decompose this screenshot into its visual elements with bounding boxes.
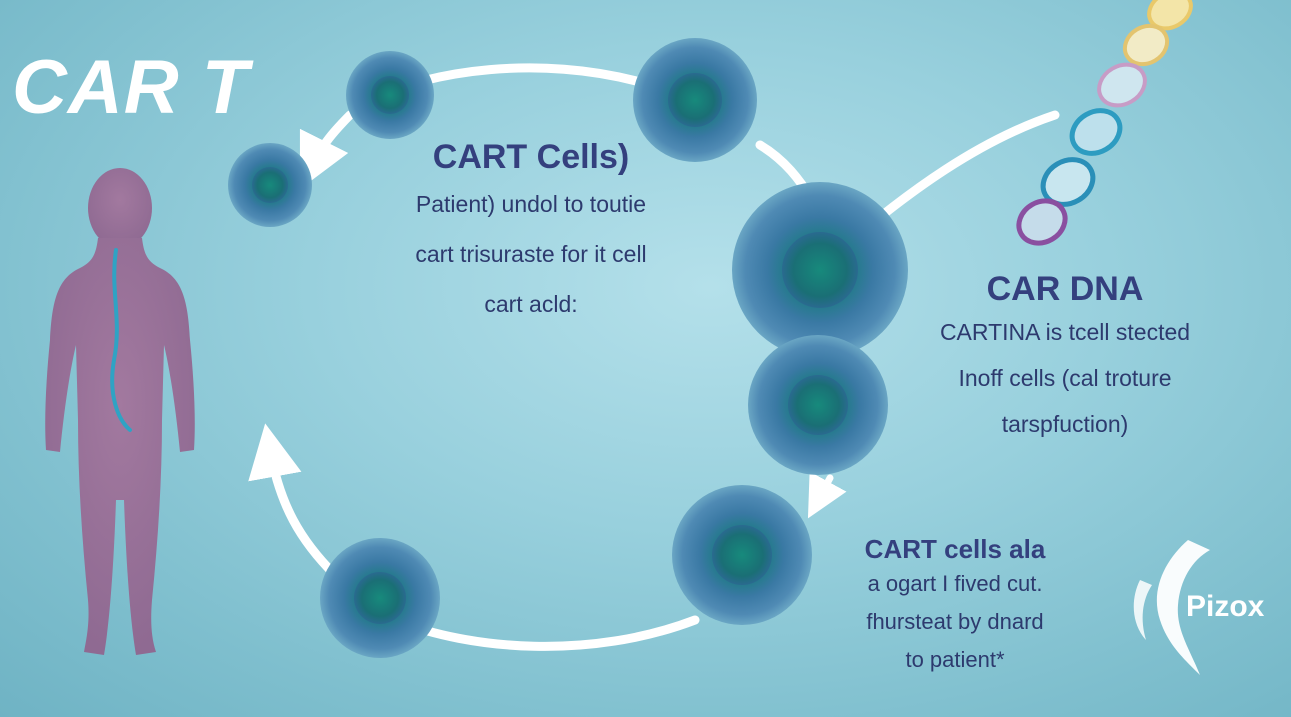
- caption-line: Patient) undol to toutie: [415, 191, 647, 217]
- caption-car-dna: CAR DNA CARTINA is tcell stected Inoff c…: [890, 270, 1240, 447]
- caption-line: to patient*: [905, 647, 1005, 672]
- caption-cart-cells: CART Cells) Patient) undol to toutie car…: [336, 138, 726, 327]
- cell-small-top-left: [346, 51, 434, 139]
- caption-line: tarspfuction): [1001, 411, 1129, 437]
- cell-bottom-right: [672, 485, 812, 625]
- caption-line: a ogart I fived cut.: [867, 571, 1043, 596]
- caption-heading: CART Cells): [432, 138, 630, 176]
- caption-line: cart trisuraste for it cell: [415, 241, 647, 267]
- caption-cart-cells-infusion: CART cells ala a ogart I fived cut. fhur…: [820, 534, 1090, 679]
- cell-large-right: [732, 182, 908, 358]
- cell-small-left: [228, 143, 312, 227]
- caption-heading: CART cells ala: [864, 534, 1046, 564]
- cell-top-center: [633, 38, 757, 162]
- patient-silhouette: [45, 168, 195, 655]
- cell-right-middle: [748, 335, 888, 475]
- caption-line: CARTINA is tcell stected: [939, 319, 1191, 345]
- logo-mark: [1133, 540, 1210, 675]
- main-title: CAR T: [12, 45, 250, 130]
- caption-heading: CAR DNA: [986, 270, 1144, 308]
- caption-line: cart acld:: [484, 291, 578, 317]
- dna-helix: [1016, 0, 1193, 246]
- cell-bottom-left: [320, 538, 440, 658]
- logo-text: Pizox: [1186, 590, 1265, 623]
- caption-line: Inoff cells (cal troture: [958, 365, 1172, 391]
- caption-line: fhursteat by dnard: [866, 609, 1044, 634]
